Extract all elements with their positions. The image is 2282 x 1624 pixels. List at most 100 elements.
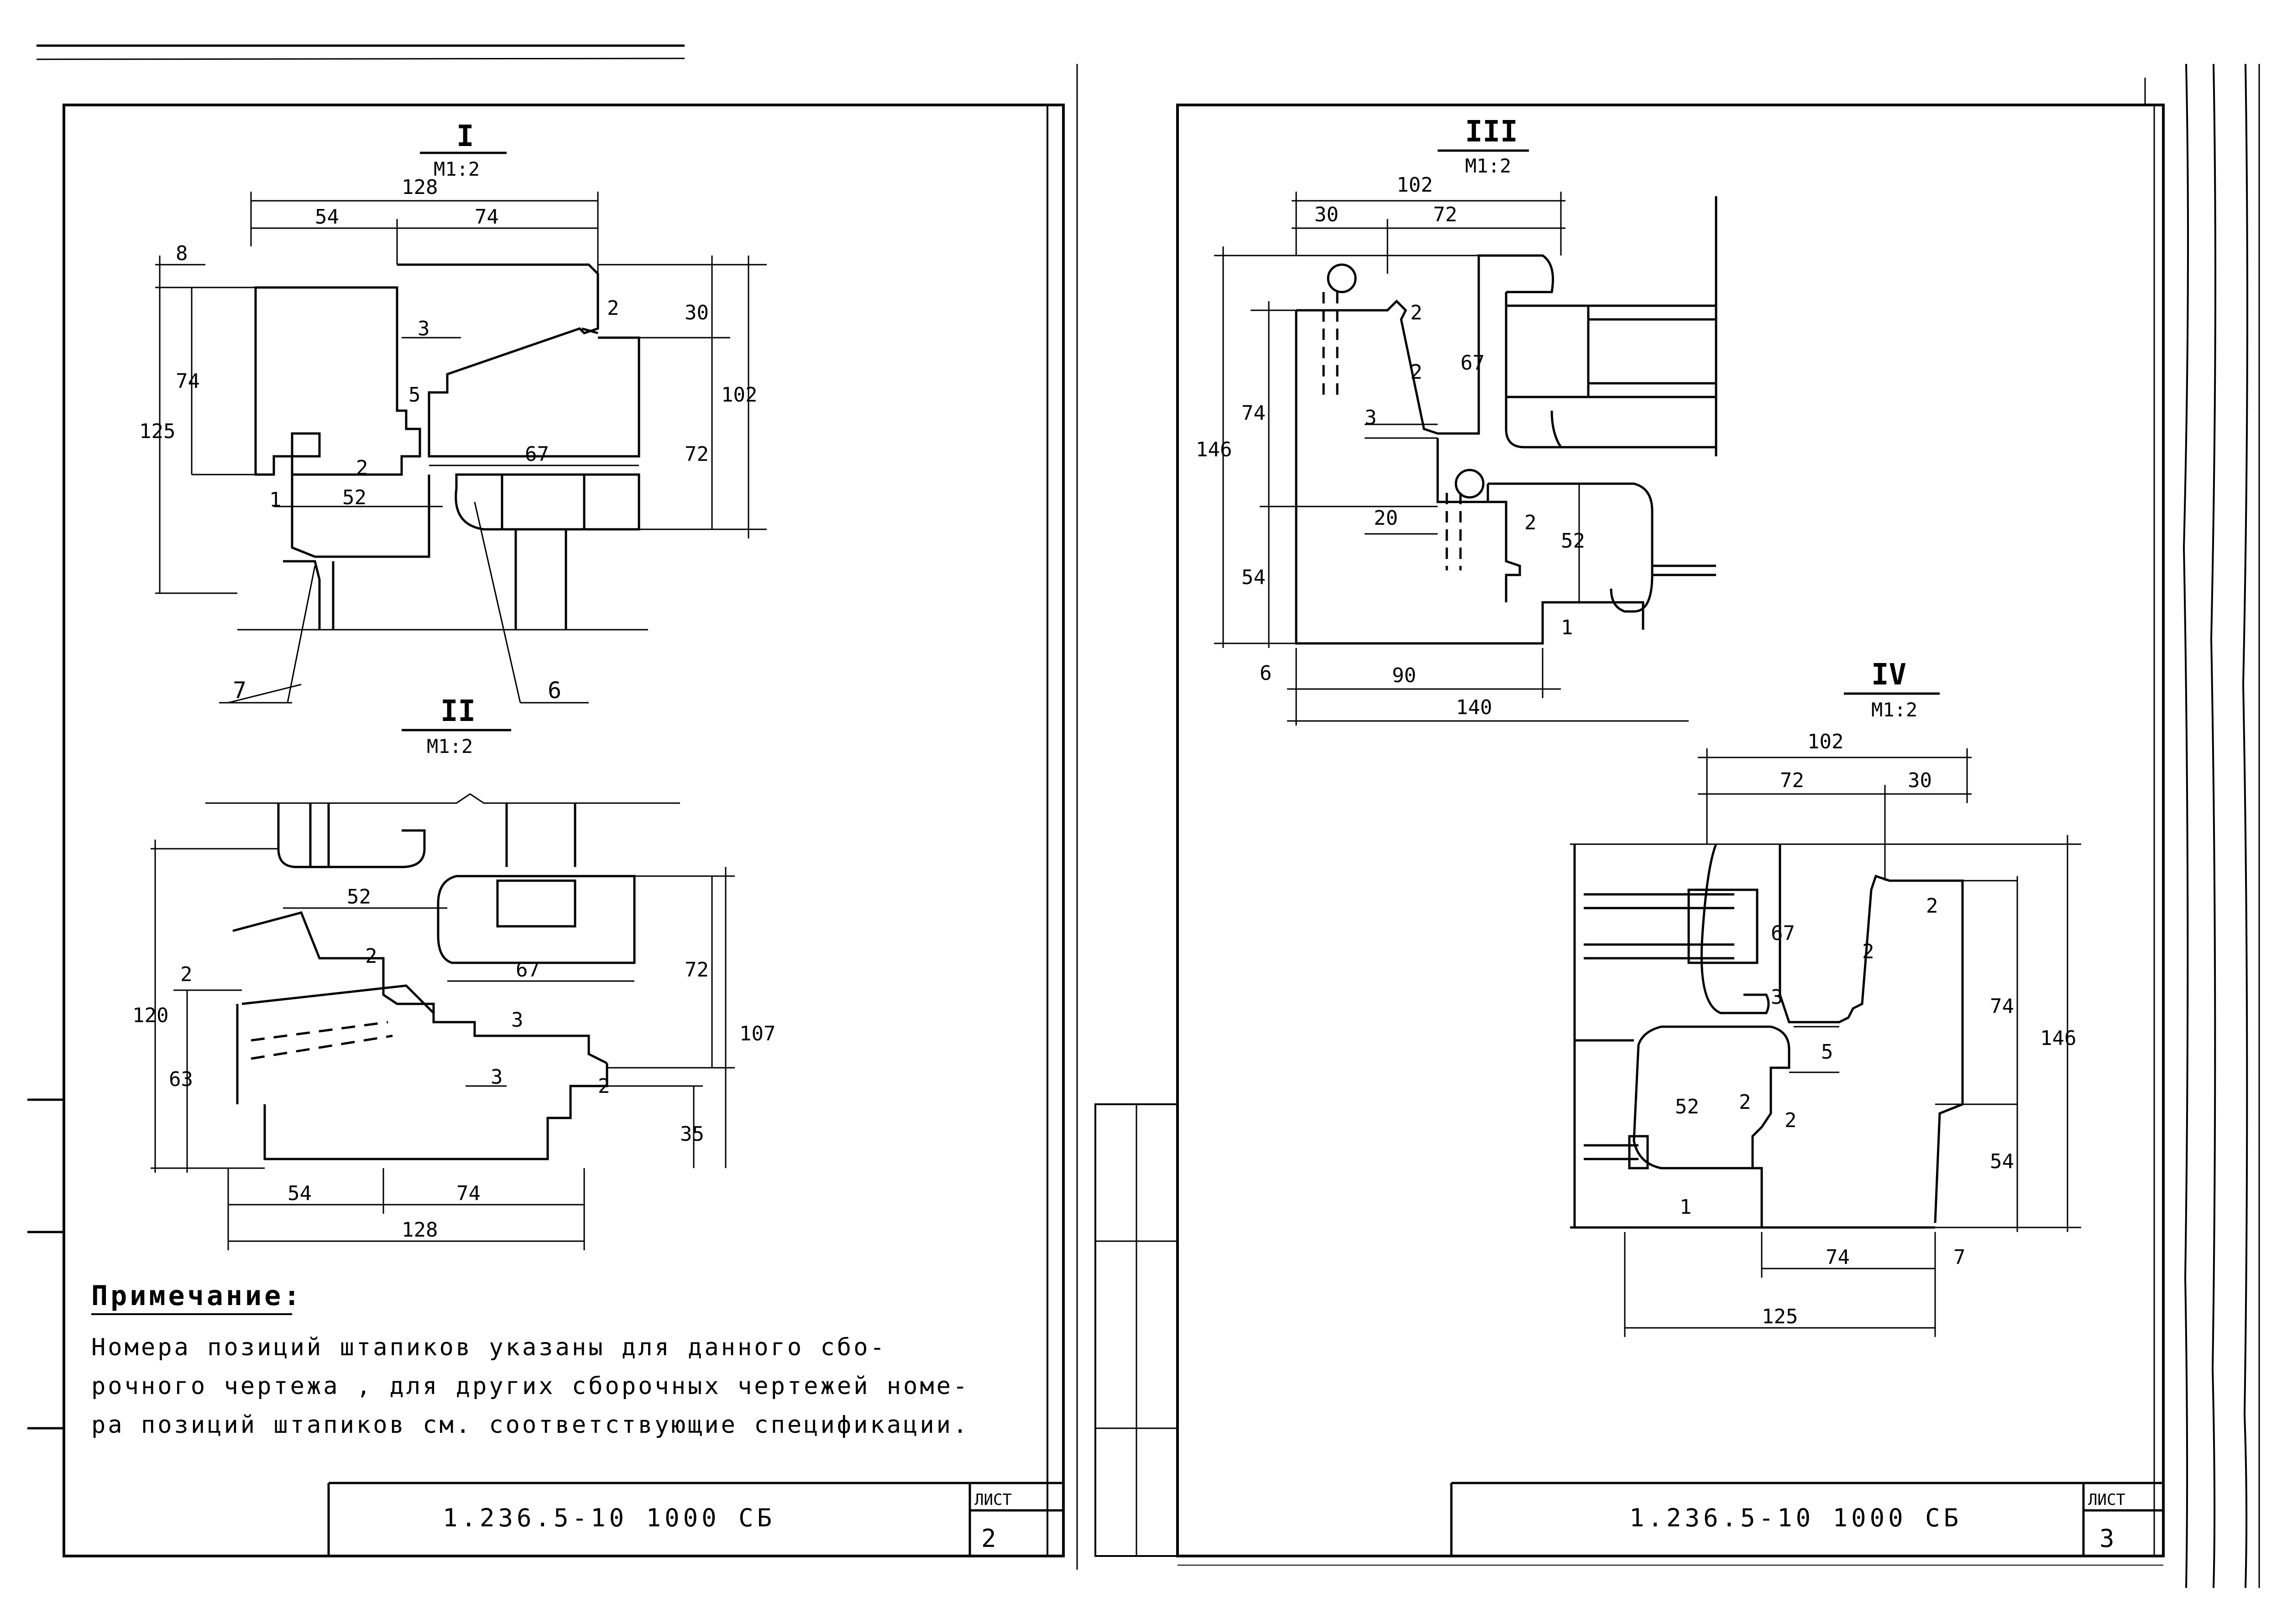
drawing-code-sheet-3: 1.236.5-10 1000 СБ	[1629, 1504, 1962, 1532]
detail-I-dim-30: 30	[685, 301, 709, 324]
detail-IV-dim-72: 72	[1780, 769, 1804, 792]
detail-II-dim-35: 35	[680, 1123, 704, 1146]
detail-III-dim-67: 67	[1460, 351, 1485, 375]
detail-III-dim-20: 20	[1374, 507, 1398, 530]
detail-IV-profile	[1570, 844, 1964, 1229]
title-block-sheet-2	[327, 1482, 1063, 1556]
note-line-2: рочного чертежа , для других сборочных ч…	[91, 1373, 969, 1400]
detail-IV-dim-54: 54	[1990, 1150, 2014, 1173]
detail-I-dim-52: 52	[342, 486, 366, 509]
detail-III-dim-1: 1	[1561, 616, 1573, 639]
detail-III-profile	[1295, 196, 1717, 645]
detail-I-dim-5: 5	[408, 383, 421, 407]
detail-I-dim-8: 8	[176, 242, 188, 265]
detail-III-dim-6: 6	[1260, 662, 1272, 685]
detail-I-dim-128: 128	[402, 176, 438, 199]
detail-IV-dim-3: 3	[1771, 986, 1783, 1009]
detail-II-dimlines	[151, 840, 735, 1250]
detail-II-dim-2c: 2	[598, 1075, 610, 1098]
detail-I-dim-1: 1	[269, 488, 282, 512]
detail-IV-dim-2d: 2	[1785, 1109, 1797, 1132]
detail-III: III М1:2	[1196, 115, 1717, 726]
detail-IV-title: IV	[1871, 658, 1906, 692]
detail-IV: IV М1:2	[1570, 658, 2081, 1337]
note-line-1: Номера позиций штапиков указаны для данн…	[91, 1334, 887, 1361]
detail-I-dim-2b: 2	[356, 456, 368, 480]
detail-II-scale: М1:2	[427, 735, 473, 757]
frame-sheet-3	[1176, 104, 2165, 1557]
detail-III-dimlines	[1214, 192, 1689, 726]
detail-II-dim-74: 74	[456, 1182, 481, 1205]
detail-III-dim-72: 72	[1433, 203, 1457, 226]
detail-IV-dim-1: 1	[1680, 1196, 1692, 1219]
detail-II-dim-52: 52	[347, 885, 371, 909]
detail-IV-dim-125: 125	[1762, 1305, 1798, 1328]
detail-IV-dim-5: 5	[1821, 1040, 1833, 1064]
detail-I-profile	[237, 263, 648, 631]
detail-III-dim-2c: 2	[1524, 511, 1537, 534]
detail-IV-dim-2b: 2	[1862, 940, 1874, 963]
detail-I-dim-125: 125	[139, 420, 175, 443]
detail-I-dimlines	[155, 192, 767, 704]
detail-II-dim-72: 72	[685, 958, 709, 982]
detail-IV-dim-30: 30	[1908, 769, 1932, 792]
detail-I: I М1:2	[139, 120, 767, 704]
detail-III-title: III	[1465, 115, 1518, 149]
title-block-sheet-3	[1450, 1482, 2163, 1556]
detail-I-callout-6: 6	[548, 677, 561, 704]
detail-II-profile	[205, 793, 680, 1160]
detail-III-dim-30: 30	[1314, 203, 1339, 226]
sheet-label-2: ЛИСТ	[974, 1491, 1012, 1509]
frame-sheet-2	[63, 104, 1065, 1557]
detail-III-dim-52: 52	[1561, 529, 1585, 553]
detail-IV-dimlines	[1570, 748, 2081, 1337]
detail-II-dim-54: 54	[288, 1182, 312, 1205]
detail-II-dim-120: 120	[132, 1004, 168, 1027]
detail-III-dim-90: 90	[1392, 664, 1416, 687]
detail-III-dim-146: 146	[1196, 438, 1232, 461]
note-title: Примечание:	[91, 1280, 303, 1312]
detail-II-dim-107: 107	[739, 1022, 775, 1045]
detail-IV-dim-74: 74	[1990, 995, 2014, 1018]
detail-I-dim-67: 67	[525, 443, 549, 466]
detail-II-dim-3b: 3	[491, 1065, 503, 1089]
detail-II-dim-128: 128	[402, 1218, 438, 1242]
sheet-number-2: 2	[981, 1524, 996, 1553]
detail-II-dim-3a: 3	[511, 1008, 523, 1032]
detail-III-dim-54: 54	[1241, 566, 1266, 589]
detail-III-dim-2b: 2	[1410, 360, 1423, 384]
detail-II-title: II	[440, 695, 476, 728]
detail-I-dim-54: 54	[315, 205, 339, 229]
detail-III-dim-3: 3	[1365, 406, 1377, 429]
detail-III-dim-74: 74	[1241, 402, 1266, 425]
note-block: Примечание: Номера позиций штапиков указ…	[91, 1280, 969, 1439]
detail-II-dim-2a: 2	[365, 945, 377, 968]
detail-I-dim-102: 102	[721, 383, 757, 407]
detail-I-dim-74a: 74	[475, 205, 499, 229]
sheet-frames	[27, 44, 2260, 1588]
detail-I-dim-3: 3	[418, 317, 430, 340]
detail-I-dim-72: 72	[685, 443, 709, 466]
detail-I-scale: М1:2	[434, 158, 480, 180]
detail-IV-dim-2a: 2	[1926, 894, 1938, 918]
detail-IV-dim-102: 102	[1807, 730, 1843, 753]
detail-IV-dim-74b: 74	[1826, 1246, 1850, 1269]
detail-IV-dim-2c: 2	[1739, 1091, 1751, 1114]
sheet-number-3: 3	[2099, 1524, 2115, 1553]
detail-II-dim-63: 63	[169, 1068, 193, 1091]
drawing-code-sheet-2: 1.236.5-10 1000 СБ	[443, 1504, 775, 1532]
detail-I-title: I	[456, 120, 474, 153]
detail-IV-dim-7: 7	[1953, 1246, 1966, 1269]
detail-III-scale: М1:2	[1465, 155, 1511, 177]
detail-I-callout-7: 7	[233, 677, 246, 704]
note-line-3: ра позиций штапиков см. соответствующие …	[91, 1411, 969, 1439]
detail-I-dim-2a: 2	[607, 297, 619, 320]
detail-II-dim-2b: 2	[180, 963, 193, 986]
detail-IV-dim-146: 146	[2040, 1027, 2076, 1050]
detail-II-dim-67: 67	[516, 958, 540, 982]
detail-I-dim-74b: 74	[176, 370, 200, 393]
detail-III-dim-2a: 2	[1410, 301, 1423, 324]
detail-III-dim-140: 140	[1456, 696, 1492, 719]
sheet-label-3: ЛИСТ	[2088, 1491, 2125, 1509]
